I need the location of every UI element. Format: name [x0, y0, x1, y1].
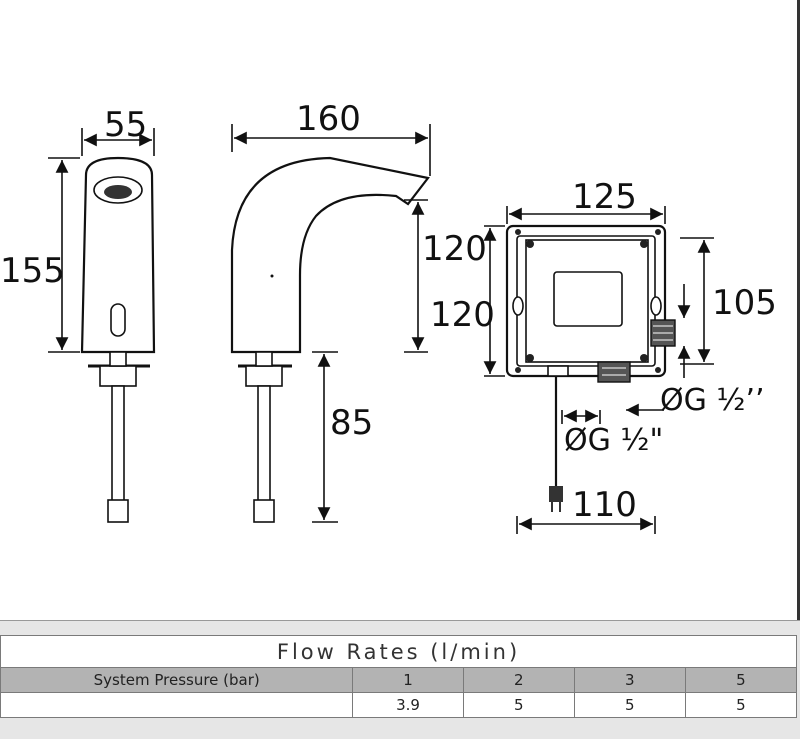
control-box: [505, 224, 676, 512]
rate-row-label: [0, 692, 354, 718]
flow-rates-table: Flow Rates (l/min) System Pressure (bar)…: [0, 635, 798, 718]
table-title-row: Flow Rates (l/min): [0, 635, 797, 668]
rate-cell: 5: [462, 692, 575, 718]
spout-reach-label: 160: [296, 99, 361, 139]
bottom-inlet-label: ØG ½": [564, 423, 663, 458]
flow-rates-panel: Flow Rates (l/min) System Pressure (bar)…: [0, 620, 800, 739]
spout-width-label: 55: [104, 105, 147, 145]
bottom-inlet-dimension: ØG ½": [561, 409, 663, 458]
rate-cell: 5: [573, 692, 686, 718]
tap-front-view: [80, 156, 156, 523]
spout-reach-dimension: 160: [231, 99, 431, 176]
outlet-height-dimension: 120: [404, 199, 487, 353]
box-depth-label: 105: [712, 283, 777, 323]
pressure-cell: 5: [684, 667, 798, 693]
tap-side-view: [230, 156, 430, 523]
outlet-height-label: 120: [422, 229, 487, 269]
pressure-cell: 2: [462, 667, 575, 693]
table-title: Flow Rates (l/min): [0, 635, 797, 668]
shank-length-dimension: 85: [312, 351, 373, 523]
box-bottom-width-label: 110: [572, 485, 637, 525]
pressure-row: System Pressure (bar) 1 2 3 5: [0, 667, 798, 693]
spout-height-dimension: 155: [0, 157, 80, 353]
rate-row: 3.9 5 5 5: [0, 692, 798, 718]
pressure-cell: 3: [573, 667, 686, 693]
spout-height-label: 155: [0, 251, 65, 291]
box-bottom-width-dimension: 110: [516, 485, 656, 534]
box-height-dimension: 120: [430, 225, 505, 377]
box-width-label: 125: [572, 177, 637, 217]
box-depth-dimension: 105: [680, 237, 777, 365]
rate-cell: 5: [684, 692, 798, 718]
page-border: [797, 0, 800, 620]
box-height-label: 120: [430, 295, 495, 335]
box-width-dimension: 125: [506, 177, 666, 224]
side-inlet-dimension: ØG ½’’: [626, 284, 765, 418]
side-inlet-label: ØG ½’’: [660, 383, 765, 418]
pressure-cell: 1: [352, 667, 464, 693]
spout-width-dimension: 55: [81, 105, 155, 156]
shank-length-label: 85: [330, 403, 373, 443]
rate-cell: 3.9: [352, 692, 464, 718]
technical-drawing: 55 155 160 120 85: [0, 99, 777, 534]
row-label: System Pressure (bar): [0, 667, 354, 693]
